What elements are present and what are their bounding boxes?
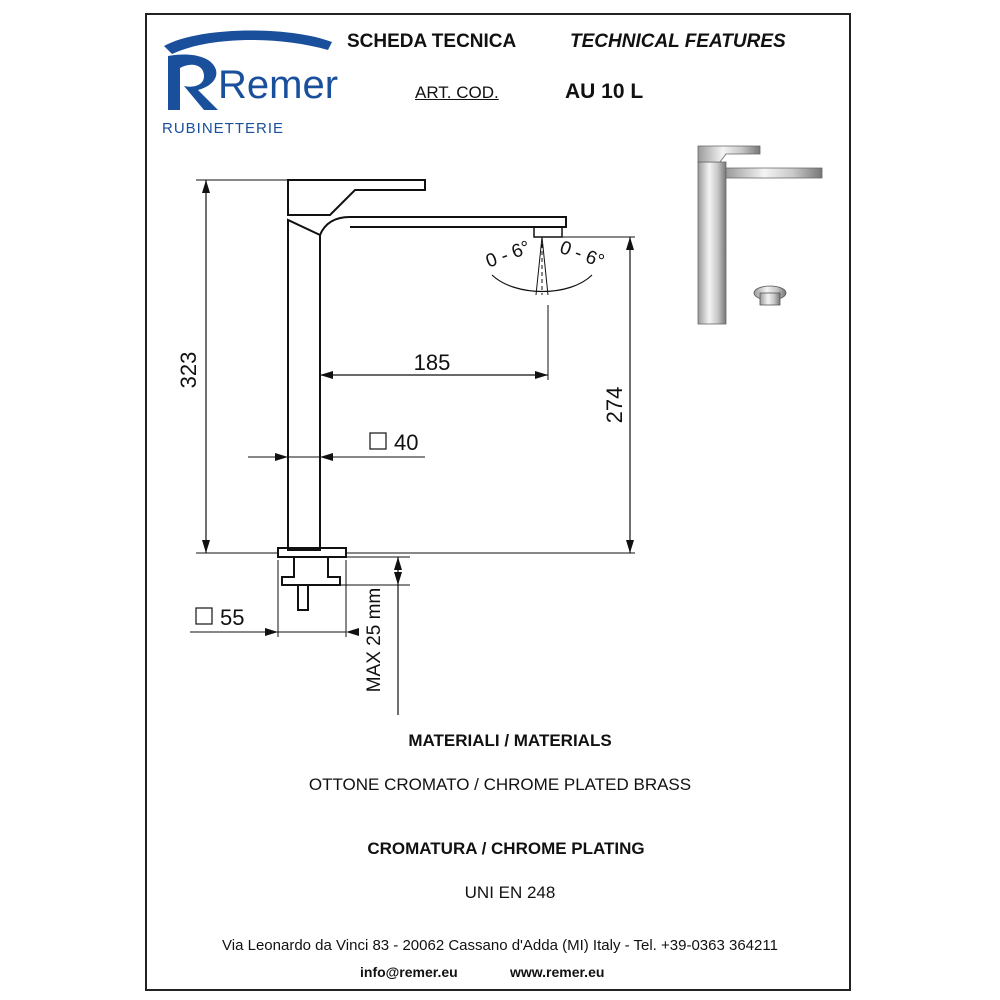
website-link[interactable]: www.remer.eu [510,964,605,980]
plating-value: UNI EN 248 [464,883,556,902]
faucet-handle [287,179,426,216]
dim-deck-label: MAX 25 mm [364,588,385,693]
angle-right-label: 0 - 6° [557,237,607,272]
technical-drawing: 323 185 274 0 - 6° 0 - 6° 40 55 MAX 25 m… [176,179,635,715]
title-english: TECHNICAL FEATURES [570,31,786,52]
company-address: Via Leonardo da Vinci 83 - 20062 Cassano… [222,937,778,954]
angle-left-label: 0 - 6° [483,237,533,272]
art-code-value: AU 10 L [565,80,644,103]
plating-title: CROMATURA / CHROME PLATING [367,839,645,858]
art-code-label: ART. COD. [415,83,499,102]
contact-email[interactable]: info@remer.eu [360,964,458,980]
materials-title: MATERIALI / MATERIALS [408,731,612,750]
product-photo [697,145,823,325]
remer-logo: Remer [164,30,338,110]
materials-value: OTTONE CROMATO / CHROME PLATED BRASS [308,775,692,794]
sheet-frame [145,13,851,991]
faucet-spout [319,216,567,236]
dim-body-label: 40 [394,430,418,455]
dim-base-label: 55 [220,605,244,630]
brand-subtitle: RUBINETTERIE [162,120,285,137]
dim-height-label: 323 [176,352,201,389]
dim-outlet-label: 274 [602,387,627,424]
title-italian: SCHEDA TECNICA [347,31,517,52]
faucet-body [287,218,321,551]
brand-wordmark: Remer [218,63,338,107]
dim-spout-label: 185 [414,350,451,375]
